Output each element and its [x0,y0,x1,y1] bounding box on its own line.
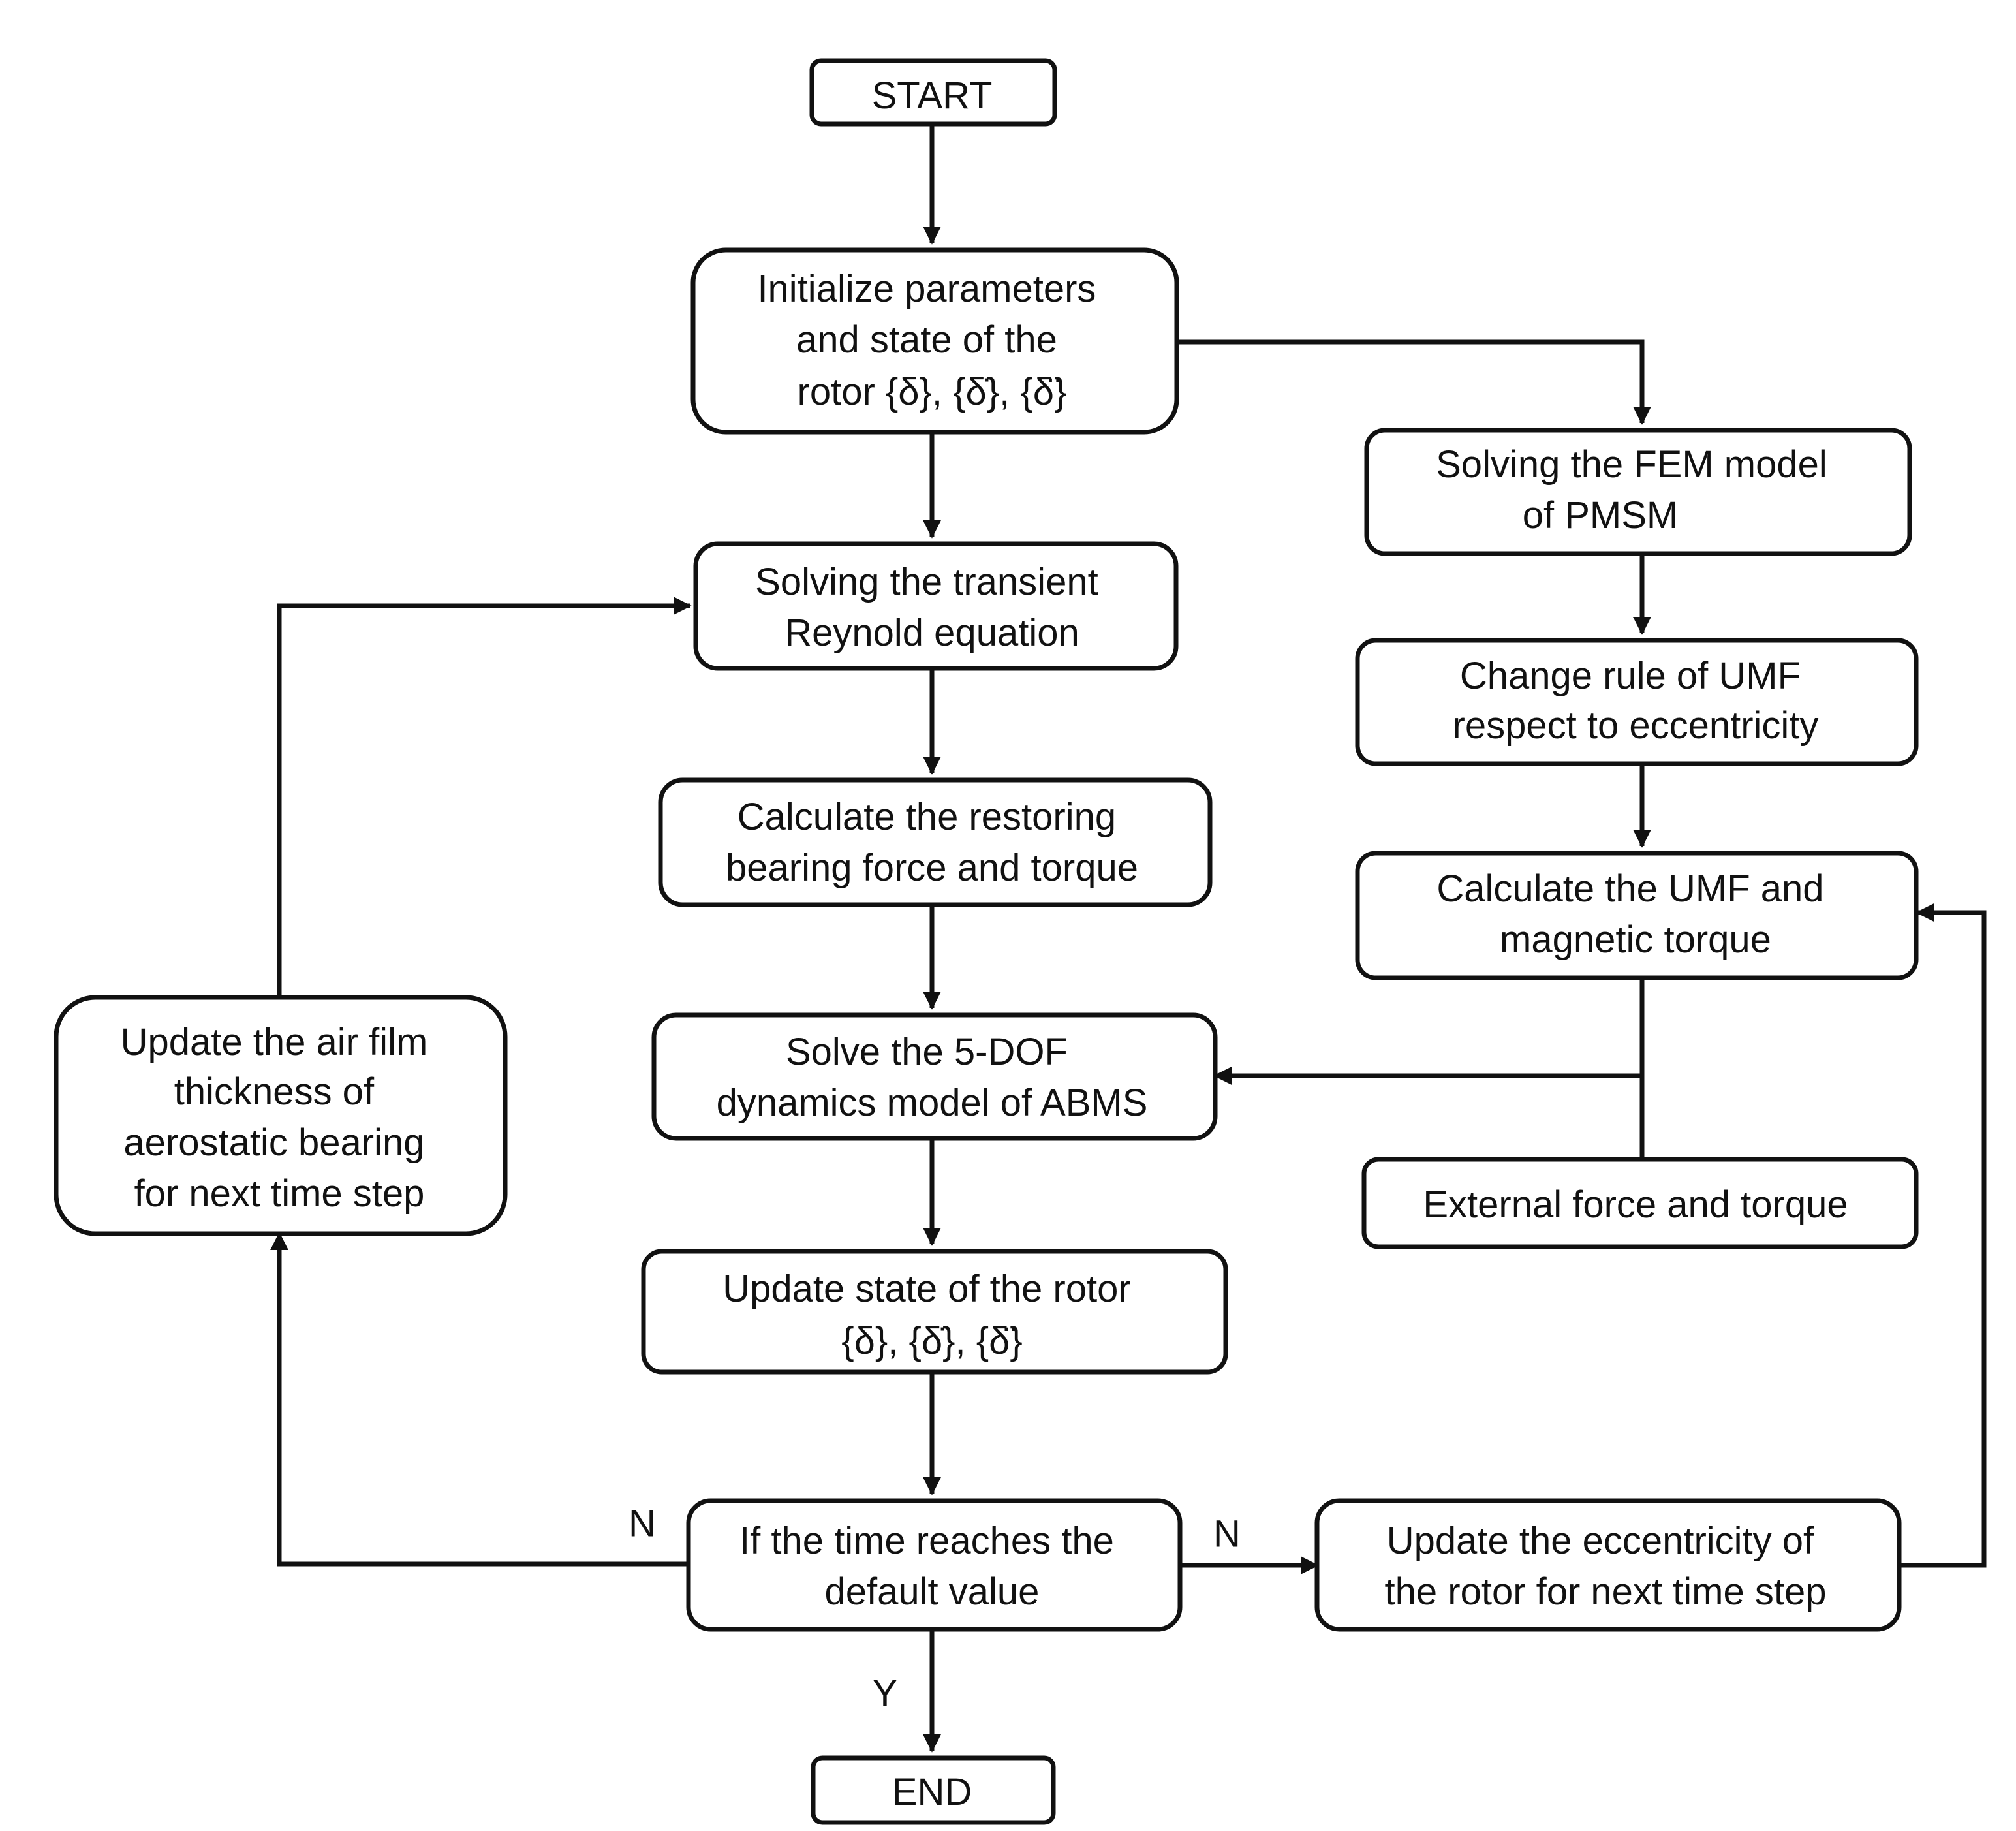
node-air-film-line-3: aerostatic bearing [123,1121,424,1164]
node-restoring: Calculate the restoring bearing force an… [658,777,1213,907]
node-umf-calc-line-1: Calculate the UMF and [1436,868,1823,910]
node-restoring-line-2: bearing force and torque [726,847,1138,889]
node-umf-rule-line-1: Change rule of UMF [1460,655,1801,697]
edge-air-film-to-reynold [277,597,692,997]
node-reynold-line-2: Reynold equation [784,612,1079,654]
node-update-state: Update state of the rotor {δ}, {δ̇}, {δ̈… [641,1249,1228,1375]
node-end: END [811,1755,1056,1825]
svg-text:External force and torque: External force and torque [1423,1183,1848,1226]
node-update-state-line-1: Update state of the rotor [722,1268,1130,1310]
node-fem: Solving the FEM model of PMSM [1364,428,1912,556]
node-init: Initialize parameters and state of the r… [690,247,1179,435]
edge-umf-calc-to-dynamics [1213,978,1645,1085]
node-umf-rule-line-2: respect to eccentricity [1453,704,1819,747]
node-init-line-3: rotor {δ}, {δ̇}, {δ̈} [798,371,1067,413]
edge-label-n-left: N [628,1503,656,1545]
svg-text:Update the eccentricity of: Update the eccentricity of the rotor for… [1385,1520,1827,1613]
node-start: START [809,58,1057,127]
svg-text:START: START [872,74,993,117]
edge-label-n-right: N [1213,1513,1241,1556]
svg-text:Update state of the rotor: Update state of the rotor {δ}, {δ̇}, {δ̈… [722,1268,1141,1362]
node-dynamics-line-2: dynamics model of ABMS [717,1082,1148,1124]
node-eccentricity-line-1: Update the eccentricity of [1387,1520,1814,1562]
node-air-film-line-1: Update the air film [121,1021,428,1063]
node-decision-line-2: default value [825,1571,1040,1613]
node-init-line-2: and state of the [796,319,1057,361]
node-umf-rule: Change rule of UMF respect to eccentrici… [1355,638,1919,766]
svg-text:Calculate the UMF and: Calculate the UMF and magnetic torque [1436,868,1834,961]
svg-text:Update the air film th: Update the air film thickness of aerosta… [121,1021,439,1215]
node-reynold: Solving the transient Reynold equation [693,541,1179,671]
edge-eccentricity-to-umf-calc [1899,903,1987,1568]
node-dynamics: Solve the 5-DOF dynamics model of ABMS [651,1012,1218,1141]
node-umf-calc-line-2: magnetic torque [1500,918,1771,961]
node-external-line-1: External force and torque [1423,1183,1848,1226]
node-decision-line-1: If the time reaches the [739,1520,1114,1562]
svg-text:Initialize parameters: Initialize parameters and state of the r… [757,268,1106,413]
node-update-state-line-2: {δ}, {δ̇}, {δ̈} [841,1320,1023,1362]
edge-label-y-down: Y [873,1672,898,1715]
node-reynold-line-1: Solving the transient [755,561,1098,603]
svg-text:Change rule of UMF res: Change rule of UMF respect to eccentrici… [1453,655,1819,747]
node-eccentricity-line-2: the rotor for next time step [1385,1571,1827,1613]
svg-text:END: END [892,1771,972,1813]
node-air-film-line-4: for next time step [134,1172,425,1215]
svg-text:Solving the FEM model: Solving the FEM model of PMSM [1436,443,1838,537]
node-fem-line-2: of PMSM [1523,494,1679,537]
node-end-line-1: END [892,1771,972,1813]
svg-text:Calculate the restoring: Calculate the restoring bearing force an… [726,796,1138,889]
node-air-film-line-2: thickness of [174,1071,375,1113]
node-air-film: Update the air film thickness of aerosta… [54,995,508,1236]
node-umf-calc: Calculate the UMF and magnetic torque [1355,851,1919,980]
svg-text:Solve the 5-DOF dynami: Solve the 5-DOF dynamics model of ABMS [717,1031,1148,1124]
node-restoring-line-1: Calculate the restoring [737,796,1116,838]
edge-init-to-fem [1177,339,1651,425]
edge-decision-to-air-film [270,1232,689,1567]
node-decision: If the time reaches the default value [686,1498,1183,1632]
svg-text:Solving the transient: Solving the transient Reynold equation [755,561,1109,654]
node-eccentricity: Update the eccentricity of the rotor for… [1314,1498,1902,1632]
node-external: External force and torque [1361,1157,1919,1249]
node-fem-line-1: Solving the FEM model [1436,443,1827,486]
node-dynamics-line-1: Solve the 5-DOF [786,1031,1068,1073]
svg-text:If the time reaches the: If the time reaches the default value [739,1520,1124,1613]
node-start-line-1: START [872,74,993,117]
node-init-line-1: Initialize parameters [757,268,1096,310]
